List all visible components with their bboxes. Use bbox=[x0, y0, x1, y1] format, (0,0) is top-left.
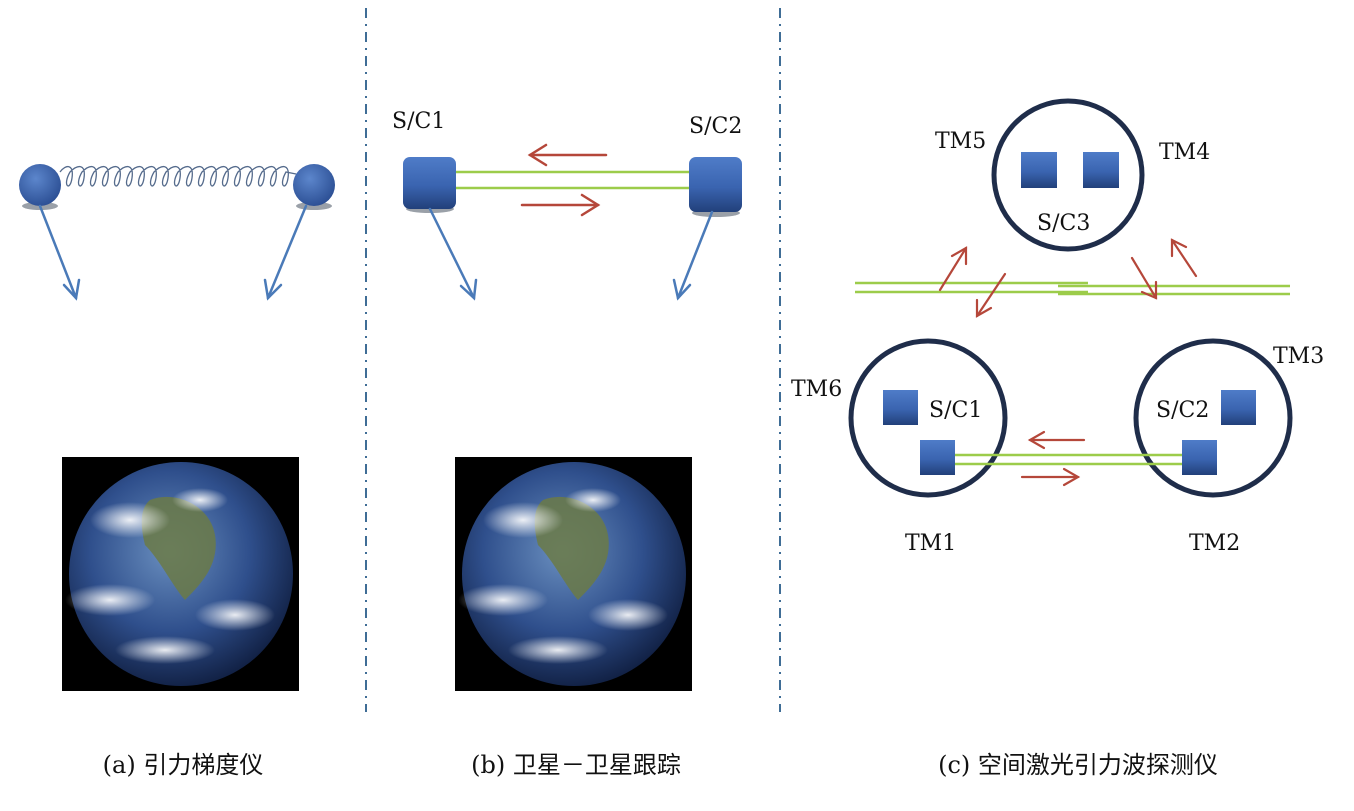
gravity-vector-sc2-b bbox=[672, 210, 714, 301]
signal-arrow-up-left-c bbox=[938, 246, 968, 292]
panel-a-gradiometer: (a) 引力梯度仪 bbox=[19, 164, 335, 779]
test-mass-tm5 bbox=[1021, 152, 1057, 188]
gravity-vector-left bbox=[38, 204, 81, 301]
proof-mass-left bbox=[19, 164, 61, 206]
signal-arrow-down-right-c bbox=[1130, 256, 1158, 300]
earth-image-a bbox=[62, 457, 299, 691]
label-tm2: TM2 bbox=[1189, 531, 1240, 556]
satellite-sc2-b bbox=[689, 157, 742, 212]
test-mass-tm2 bbox=[1182, 440, 1217, 475]
label-sc3: S/C3 bbox=[1037, 211, 1090, 236]
label-sc2-c: S/C2 bbox=[1156, 398, 1209, 423]
orbit-circle-sc1 bbox=[848, 338, 1008, 498]
label-tm1: TM1 bbox=[905, 531, 956, 556]
gravity-vector-right bbox=[263, 204, 308, 301]
satellite-sc1-b bbox=[403, 157, 456, 209]
proof-mass-right bbox=[293, 164, 335, 206]
label-tm5: TM5 bbox=[935, 129, 986, 154]
signal-arrow-right-b bbox=[520, 193, 601, 217]
label-sc1-c: S/C1 bbox=[929, 398, 982, 423]
label-sc1-b: S/C1 bbox=[392, 109, 445, 134]
orbit-circle-sc2 bbox=[1133, 338, 1293, 498]
gravity-vector-sc1-b bbox=[428, 207, 478, 301]
orbit-circle-sc3 bbox=[991, 98, 1145, 252]
signal-arrow-right-c bbox=[1020, 467, 1081, 487]
spring-coil bbox=[59, 166, 297, 187]
label-sc2-b: S/C2 bbox=[689, 114, 742, 139]
signal-arrow-up-right-c bbox=[1170, 238, 1198, 278]
test-mass-tm6 bbox=[883, 390, 918, 425]
test-mass-tm4 bbox=[1083, 152, 1119, 188]
caption-c: (c) 空间激光引力波探测仪 bbox=[938, 751, 1218, 779]
test-mass-tm1 bbox=[920, 440, 955, 475]
label-tm6: TM6 bbox=[791, 377, 842, 402]
label-tm3: TM3 bbox=[1273, 344, 1324, 369]
test-mass-tm3 bbox=[1221, 390, 1256, 425]
caption-a: (a) 引力梯度仪 bbox=[103, 751, 264, 779]
label-tm4: TM4 bbox=[1159, 140, 1210, 165]
panel-b-sst: S/C1 S/C2 bbox=[392, 109, 742, 779]
signal-arrow-down-left-c bbox=[975, 272, 1007, 318]
earth-image-b bbox=[455, 457, 692, 691]
signal-arrow-left-b bbox=[527, 143, 608, 167]
panel-c-laser-detector: TM5 TM4 S/C3 S/C1 TM6 TM1 bbox=[791, 98, 1324, 779]
signal-arrow-left-c bbox=[1027, 430, 1086, 450]
caption-b: (b) 卫星－卫星跟踪 bbox=[471, 751, 681, 779]
